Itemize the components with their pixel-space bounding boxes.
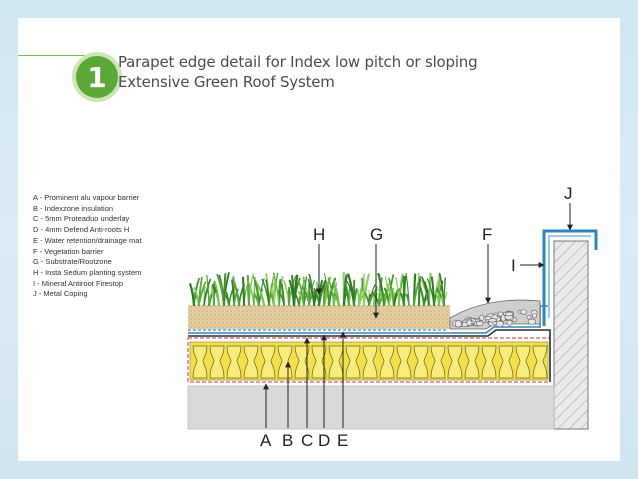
slide: 1 Parapet edge detail for Index low pitc…: [18, 18, 620, 461]
title-line-1: Parapet edge detail for Index low pitch …: [118, 53, 478, 71]
plant-tuft: [303, 279, 317, 306]
roof-deck: [187, 385, 555, 430]
label-b: B: [282, 431, 293, 450]
plant-tuft: [436, 272, 448, 307]
plant-tuft: [252, 275, 265, 307]
insulation-cell: [498, 345, 514, 379]
gravel-stone: [454, 320, 462, 328]
gravel-stone: [466, 319, 473, 326]
insulation-cell: [362, 345, 378, 379]
plant-tuft: [399, 275, 407, 307]
insulation-cell: [396, 345, 412, 379]
parapet-wall: [553, 240, 589, 430]
legend-item-h: H - Insta Sedum planting system: [33, 267, 142, 277]
insulation-cell: [464, 345, 480, 379]
label-a: A: [260, 431, 272, 450]
plant-tuft: [211, 281, 220, 306]
plant-tuft: [395, 273, 404, 306]
legend-item-c: C - 5mm Proteaduo underlay: [33, 214, 130, 224]
insulation-cell: [192, 345, 208, 379]
coping-inner: [548, 235, 591, 318]
gravel-stone: [475, 320, 484, 327]
plant-tuft: [241, 276, 248, 307]
plant-tuft: [256, 283, 265, 306]
insulation-cell: [243, 345, 259, 379]
label-h: H: [313, 225, 325, 244]
label-f: F: [482, 225, 492, 244]
legend-item-i: I - Mineral Antiroot Firestop: [33, 278, 124, 288]
plant-tuft: [346, 273, 358, 307]
plant-tuft: [261, 273, 276, 307]
insulation-cell: [481, 345, 497, 379]
plant-tuft: [193, 276, 207, 306]
underlay-membrane: [188, 329, 551, 382]
leader-lines: [263, 203, 573, 428]
insulation-pattern: [192, 345, 548, 379]
insulation-cell: [532, 345, 548, 379]
label-c: C: [301, 431, 313, 450]
plant-tuft: [333, 284, 341, 307]
label-j: J: [564, 184, 573, 203]
gravel-stone: [520, 309, 527, 315]
gravel-stone: [532, 313, 537, 319]
legend-item-g: G - Substrate/Rootzone: [33, 257, 112, 267]
plant-tuft: [277, 283, 285, 306]
gravel-stone: [484, 316, 492, 321]
step-badge: 1: [72, 52, 122, 102]
legend-item-f: F - Vegetation barrier: [33, 246, 104, 256]
legend-item-d: D - 4mm Defend Anti-roots H: [33, 225, 130, 235]
insulation-cell: [345, 345, 361, 379]
title-rule: [18, 55, 88, 56]
plant-tuft: [361, 273, 370, 307]
insulation-cell: [294, 345, 310, 379]
plant-tuft: [421, 272, 432, 307]
insulation-cell: [260, 345, 276, 379]
plant-tuft: [270, 272, 279, 307]
label-g: G: [370, 225, 383, 244]
insulation-cell: [311, 345, 327, 379]
label-i: I: [511, 256, 516, 275]
legend: A - Prominent alu vapour barrier B - Ind…: [33, 193, 213, 300]
gravel-stone: [527, 318, 537, 325]
legend-item-e: E - Water retention/drainage mat: [33, 235, 142, 245]
page-title: Parapet edge detail for Index low pitch …: [118, 52, 518, 92]
label-e: E: [337, 431, 348, 450]
plant-tuft: [246, 273, 254, 307]
substrate-layer: [188, 305, 450, 329]
metal-coping: [542, 229, 598, 326]
insulation-cell: [209, 345, 225, 379]
parapet-section-diagram: A B C D E H G F I J: [187, 184, 598, 450]
title-line-2: Extensive Green Roof System: [118, 73, 335, 91]
gravel-stones: [451, 309, 538, 328]
legend-item-b: B - Indexzone insulation: [33, 203, 114, 213]
sedum-planting: [189, 272, 448, 307]
legend-item-j: J - Metal Coping: [33, 289, 88, 299]
insulation-cell: [430, 345, 446, 379]
gravel-stone: [526, 315, 532, 320]
insulation-cell: [447, 345, 463, 379]
insulation-cell: [226, 345, 242, 379]
anti-root-membrane: [188, 305, 548, 334]
gravel-stone: [479, 314, 485, 321]
gravel-stone: [505, 311, 514, 317]
insulation-cell: [413, 345, 429, 379]
step-number: 1: [76, 56, 118, 98]
insulation-cell: [515, 345, 531, 379]
label-d: D: [318, 431, 330, 450]
insulation-cell: [379, 345, 395, 379]
legend-item-a: A - Prominent alu vapour barrier: [33, 193, 140, 202]
plant-tuft: [404, 273, 410, 306]
